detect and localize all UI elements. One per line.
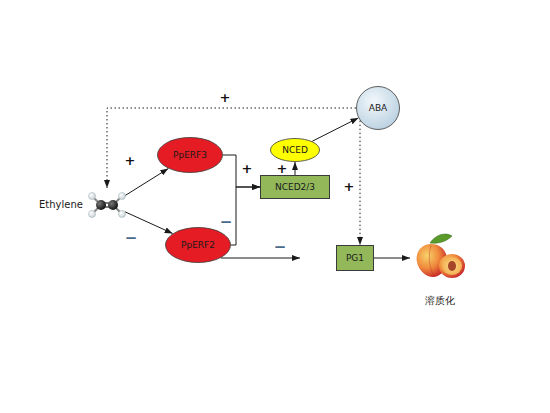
solid-arrow — [223, 155, 260, 187]
node-label: NCED — [282, 145, 308, 156]
sign-label: + — [125, 154, 136, 167]
node-label: ABA — [369, 103, 388, 114]
hormone-circle: ABA — [356, 86, 400, 130]
sign-label: − — [125, 231, 138, 246]
node-outline — [357, 87, 400, 130]
sign-label: + — [344, 180, 355, 193]
dotted-arrow — [360, 121, 361, 245]
node-outline — [166, 228, 231, 263]
node-label: NCED2/3 — [275, 182, 315, 193]
node-label: Ethylene — [39, 199, 83, 211]
sign-label: − — [220, 215, 233, 230]
sign-label: − — [274, 240, 287, 255]
node-label: PpERF3 — [173, 150, 207, 161]
sign-label: + — [277, 162, 288, 175]
solid-arrow — [221, 258, 300, 259]
tf-ellipse: PpERF3 — [157, 137, 223, 173]
node-label: PG1 — [346, 253, 364, 264]
sign-label: + — [220, 91, 231, 104]
node-outline — [271, 139, 320, 162]
solid-arrow — [374, 258, 410, 259]
gene-box: NCED2/3 — [260, 175, 330, 199]
tf-ellipse: PpERF2 — [165, 227, 231, 263]
peach-node: 溶质化 — [410, 231, 470, 309]
solid-arrow — [295, 162, 296, 175]
ethylene-molecule — [89, 193, 126, 218]
sign-label: + — [242, 162, 253, 175]
node-outline — [158, 138, 223, 173]
peach-picture — [417, 234, 465, 278]
node-label: 溶质化 — [425, 295, 455, 307]
gene-box: PG1 — [336, 245, 374, 271]
solid-arrow — [231, 187, 260, 245]
ethylene-node: Ethylene — [31, 188, 125, 222]
enzyme-ellipse: NCED — [270, 138, 320, 162]
solid-arrow — [125, 169, 168, 196]
solid-arrow — [312, 118, 358, 141]
node-label: PpERF2 — [181, 240, 215, 251]
